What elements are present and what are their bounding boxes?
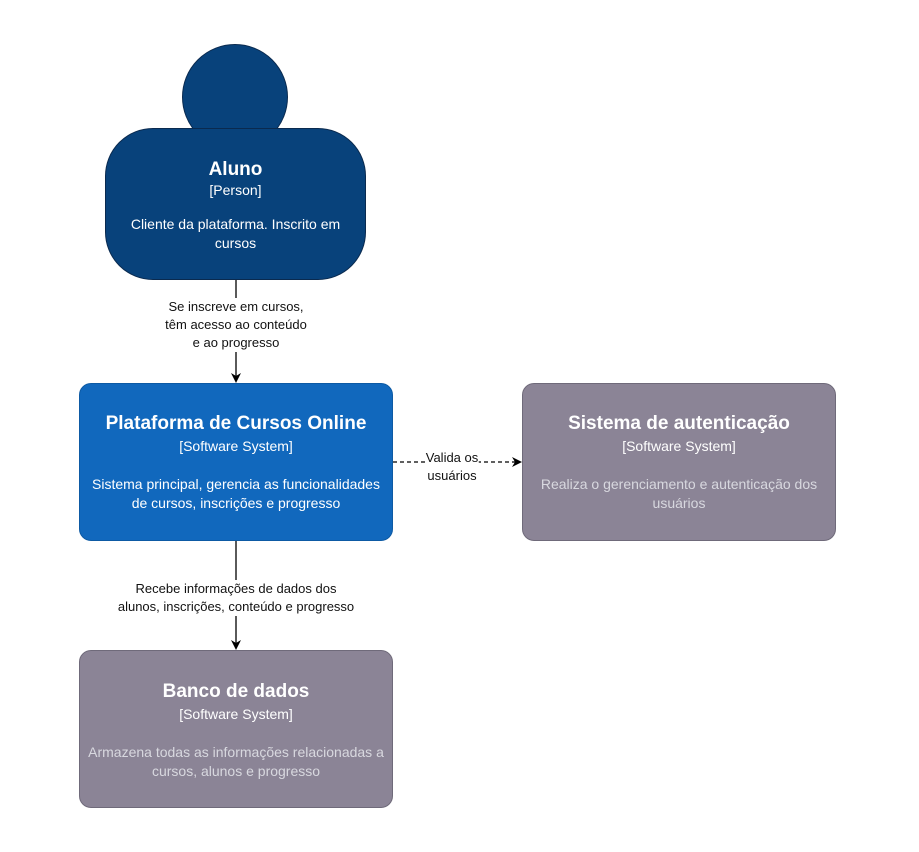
edge-label-plataforma-banco: Recebe informações de dados dos alunos, … (117, 580, 355, 616)
node-description: Realiza o gerenciamento e autenticação d… (540, 476, 818, 511)
node-description: Sistema principal, gerencia as funcional… (92, 476, 380, 511)
edge-label-line: Se inscreve em cursos, (168, 299, 304, 314)
edge-label-line: Valida os (425, 450, 479, 465)
node-type: [Software System] (179, 438, 293, 454)
system-banco-de-dados[interactable]: Banco de dados [Software System] Armazen… (79, 650, 393, 808)
edge-label-line: Recebe informações de dados dos (135, 581, 337, 596)
edge-label-aluno-plataforma: Se inscreve em cursos, têm acesso ao con… (165, 298, 307, 352)
edge-label-line: usuários (427, 468, 477, 483)
node-title: Aluno (208, 159, 263, 180)
node-description: Armazena todas as informações relacionad… (88, 744, 384, 779)
system-plataforma[interactable]: Plataforma de Cursos Online [Software Sy… (79, 383, 393, 541)
node-title: Banco de dados (162, 681, 310, 702)
node-type: [Person] (209, 182, 262, 198)
node-title: Plataforma de Cursos Online (105, 413, 367, 434)
node-title: Sistema de autenticação (568, 413, 790, 434)
edge-label-line: têm acesso ao conteúdo (165, 317, 307, 332)
person-aluno[interactable]: Aluno [Person] Cliente da plataforma. In… (105, 128, 366, 280)
edge-label-line: e ao progresso (192, 335, 280, 350)
node-description: Cliente da plataforma. Inscrito em curso… (130, 216, 341, 251)
node-type: [Software System] (622, 438, 736, 454)
edge-label-line: alunos, inscrições, conteúdo e progresso (117, 599, 355, 614)
edge-label-plataforma-autenticacao: Valida os usuários (425, 449, 479, 485)
system-autenticacao[interactable]: Sistema de autenticação [Software System… (522, 383, 836, 541)
node-type: [Software System] (179, 706, 293, 722)
